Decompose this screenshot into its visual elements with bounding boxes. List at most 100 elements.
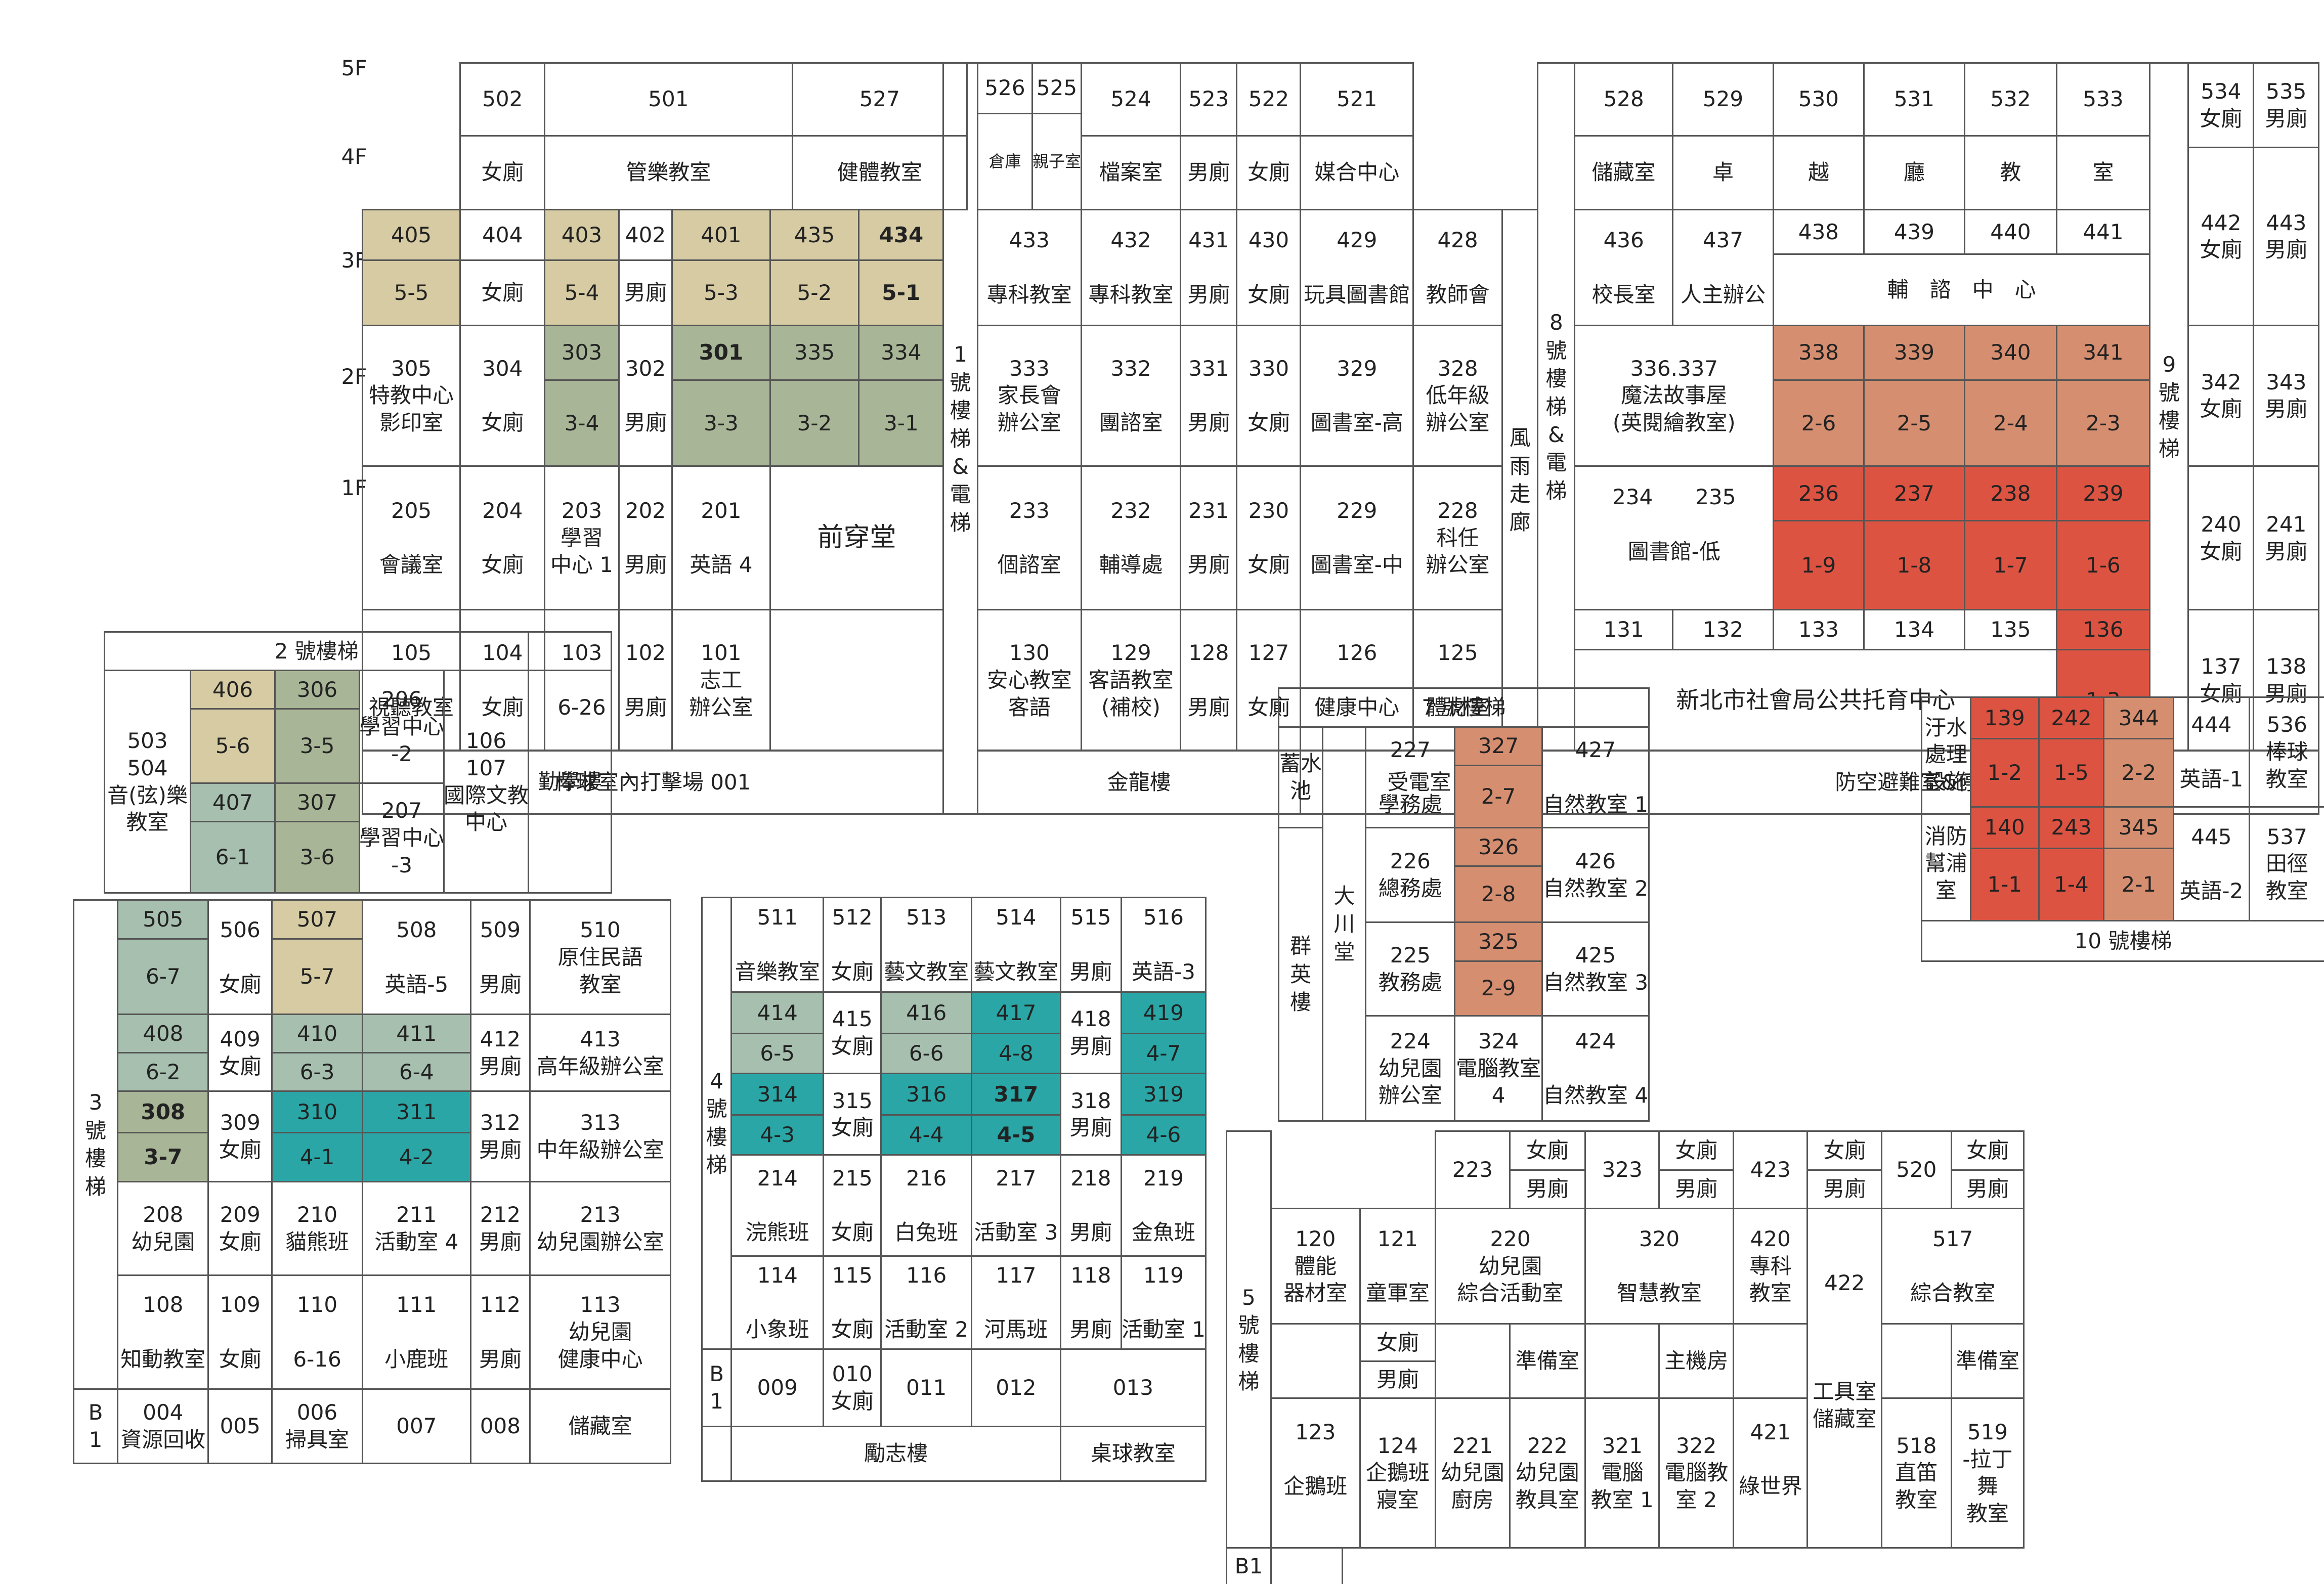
- room-cell: 4-1: [271, 1132, 363, 1183]
- room-label: 231: [1188, 498, 1229, 523]
- room-label: 辦公室: [689, 694, 753, 720]
- room-label: 232: [1110, 498, 1151, 523]
- room-cell: B1: [1225, 1547, 1272, 1584]
- room-cell: 4-6: [1120, 1114, 1207, 1156]
- room-cell: 2-1: [2103, 847, 2175, 922]
- room-label: -拉丁: [1962, 1446, 2013, 1472]
- room-label: 408: [143, 1021, 184, 1046]
- room-label: 總務處: [1378, 876, 1442, 901]
- room-label: 1-5: [2054, 760, 2089, 785]
- room-cell: 5-7: [271, 938, 363, 1015]
- room-label: 企鵝班: [1365, 1460, 1430, 1485]
- room-label: 522: [1248, 86, 1289, 112]
- room-label: [1943, 698, 1949, 714]
- room-label: 客語教室: [1088, 667, 1174, 692]
- room-cell: 407: [190, 782, 276, 823]
- room-cell: 009: [730, 1348, 825, 1427]
- room-label: 013: [1112, 1375, 1153, 1400]
- room-cell: 316: [880, 1073, 973, 1116]
- room-label: 330: [1248, 356, 1289, 381]
- room-label: 英語-1: [2179, 766, 2244, 791]
- room-cell: 334: [858, 324, 944, 381]
- room-cell: 439: [1863, 209, 1966, 255]
- room-label: 3-6: [299, 845, 335, 870]
- room-label: 辦公室: [1426, 552, 1490, 578]
- room-label: 男廁: [479, 1229, 522, 1254]
- room-label: 004: [143, 1400, 184, 1425]
- room-cell: 4-3: [730, 1114, 825, 1156]
- room-label: 6-4: [399, 1059, 434, 1084]
- room-label: 男廁: [479, 1137, 522, 1163]
- room-label: 3-1: [884, 410, 919, 435]
- room-label: 008: [480, 1414, 521, 1439]
- room-label: 524: [1110, 86, 1151, 112]
- room-label: 131: [1603, 617, 1644, 642]
- room-cell: 509 男廁: [469, 899, 531, 1015]
- room-label: 工具室: [1813, 1379, 1877, 1404]
- room-label: 238: [1990, 480, 2031, 506]
- room-cell: 331 男廁: [1180, 324, 1238, 467]
- room-cell: 217 活動室 3: [971, 1154, 1061, 1257]
- room-cell: 422 工具室儲藏室: [1806, 1207, 1882, 1549]
- room-label: [1671, 511, 1677, 538]
- room-label: 男廁: [479, 1053, 522, 1079]
- room-label: [642, 382, 649, 409]
- room-cell: 準備室: [1509, 1323, 1586, 1399]
- room-label: 女廁: [1247, 552, 1290, 578]
- room-cell: 3-6: [274, 821, 361, 894]
- room-label: 浣熊班: [745, 1220, 809, 1245]
- room-label: (英閱繪教室): [1612, 410, 1736, 435]
- room-label: 圖書室-高: [1310, 410, 1403, 435]
- room-label: 綜合活動室: [1457, 1281, 1564, 1306]
- room-label: 307: [296, 789, 338, 815]
- room-label: 5-5: [394, 280, 429, 305]
- room-cell: 427 自然教室 1: [1541, 726, 1650, 828]
- room-cell: 6-6: [880, 1033, 973, 1075]
- room-label: 女廁: [831, 1115, 874, 1140]
- room-label: [499, 382, 506, 409]
- room-label: 5-3: [704, 280, 739, 305]
- room-label: 男廁: [1376, 1367, 1419, 1392]
- room-label: [1128, 524, 1134, 552]
- room-cell: 117 河馬班: [971, 1255, 1061, 1350]
- room-label: 體能: [1294, 1253, 1337, 1279]
- room-label: 6-1: [215, 845, 250, 870]
- room-cell: 523: [1180, 62, 1238, 137]
- room-label: 自然教室 3: [1542, 970, 1649, 995]
- room-label: 5-6: [215, 733, 250, 759]
- room-label: 輔導處: [1099, 552, 1163, 578]
- room-label: 112: [480, 1292, 521, 1317]
- room-label: 225: [1390, 943, 1431, 968]
- room-cell: [701, 1425, 733, 1482]
- room-cell: 7 號樓梯: [1277, 687, 1650, 728]
- room-cell: 棒球室內打擊場 001: [361, 750, 944, 815]
- room-label: 126: [1337, 640, 1378, 666]
- room-cell: 桌球教室: [1059, 1425, 1207, 1482]
- room-cell: 444 英語-1: [2173, 696, 2250, 808]
- room-label: 310: [296, 1099, 338, 1124]
- room-label: [1088, 1289, 1094, 1316]
- room-label: 132: [1702, 617, 1744, 642]
- room-cell: 520: [1880, 1130, 1952, 1209]
- room-cell: 339: [1863, 324, 1966, 381]
- room-label: 325: [1478, 929, 1519, 954]
- room-label: 儲藏室: [1591, 160, 1656, 185]
- room-label: [1592, 764, 1599, 791]
- room-cell: 140: [1969, 806, 2040, 849]
- room-cell: 3-3: [671, 379, 771, 467]
- room-label: 前穿堂: [817, 522, 896, 553]
- room-label: 舞: [1976, 1474, 1998, 1499]
- room-cell: 516 英語-3: [1120, 896, 1207, 993]
- room-label: 女廁: [831, 1388, 874, 1414]
- room-cell: 10 號樓梯: [1921, 920, 2324, 962]
- room-cell: 2-9: [1454, 960, 1543, 1017]
- room-cell: 4-7: [1120, 1033, 1207, 1075]
